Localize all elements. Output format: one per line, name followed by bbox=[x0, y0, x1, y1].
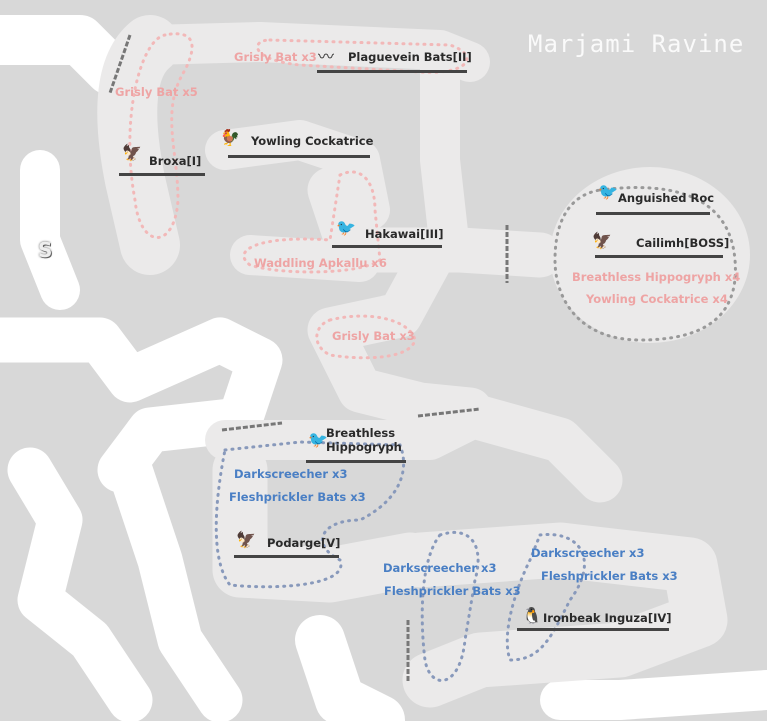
gate bbox=[417, 407, 481, 418]
mob-group-label: Darkscreecher x3 bbox=[383, 561, 497, 575]
broxa-icon: 🦅 bbox=[122, 143, 142, 162]
mob-group-label: Fleshprickler Bats x3 bbox=[384, 584, 521, 598]
boss-label[interactable]: Ironbeak Inguza[IV] bbox=[543, 611, 672, 625]
boss-label[interactable]: Cailimh[BOSS] bbox=[636, 236, 730, 250]
cockatrice-icon: 🐓 bbox=[220, 128, 240, 147]
mob-group-label: Breathless Hippogryph x4 bbox=[572, 270, 741, 284]
boss-underline bbox=[306, 460, 406, 463]
gates bbox=[108, 34, 509, 683]
boss-underline bbox=[119, 173, 205, 176]
inguza-icon: 🐧 bbox=[522, 606, 542, 625]
mob-group-label: Waddling Apkallu x6 bbox=[254, 256, 387, 270]
hippogryph-icon: 🐦 bbox=[308, 430, 328, 449]
start-marker: S bbox=[38, 238, 53, 262]
boss-underline bbox=[517, 628, 669, 631]
gate bbox=[221, 421, 283, 432]
mob-group-label: Darkscreecher x3 bbox=[234, 467, 348, 481]
boss-underline bbox=[317, 70, 467, 73]
cailimh-icon: 🦅 bbox=[592, 231, 612, 250]
boss-label[interactable]: Hakawai[III] bbox=[365, 227, 444, 241]
boss-underline bbox=[234, 555, 339, 558]
boss-underline bbox=[332, 245, 442, 248]
mob-group-label: Fleshprickler Bats x3 bbox=[229, 490, 366, 504]
boss-underline bbox=[596, 212, 710, 215]
bats-icon: 〰 bbox=[318, 47, 335, 66]
boss-label[interactable]: Broxa[I] bbox=[149, 154, 202, 168]
boss-label[interactable]: Breathless Hippogryph bbox=[326, 426, 402, 454]
mob-group-label: Grisly Bat x3 bbox=[234, 50, 317, 64]
boss-label[interactable]: Anguished Roc bbox=[618, 191, 715, 205]
roc-icon: 🐦 bbox=[598, 182, 618, 201]
boss-label[interactable]: Yowling Cockatrice bbox=[251, 134, 374, 148]
boss-label[interactable]: Plaguevein Bats[II] bbox=[348, 50, 472, 64]
hakawai-icon: 🐦 bbox=[336, 218, 356, 237]
mob-group-label: Darkscreecher x3 bbox=[531, 546, 645, 560]
boss-label[interactable]: Podarge[V] bbox=[267, 536, 341, 550]
boss-underline bbox=[228, 155, 370, 158]
map-title: Marjami Ravine bbox=[528, 30, 745, 58]
void-areas bbox=[0, 15, 767, 721]
podarge-icon: 🦅 bbox=[236, 530, 256, 549]
mob-regions bbox=[128, 32, 737, 682]
mob-group-label: Yowling Cockatrice x4 bbox=[586, 292, 728, 306]
mob-group-label: Fleshprickler Bats x3 bbox=[541, 569, 678, 583]
mob-group-label: Grisly Bat x3 bbox=[332, 329, 415, 343]
mob-group-label: Grisly Bat x5 bbox=[115, 85, 198, 99]
gate bbox=[108, 34, 132, 94]
boss-underline bbox=[595, 255, 723, 258]
